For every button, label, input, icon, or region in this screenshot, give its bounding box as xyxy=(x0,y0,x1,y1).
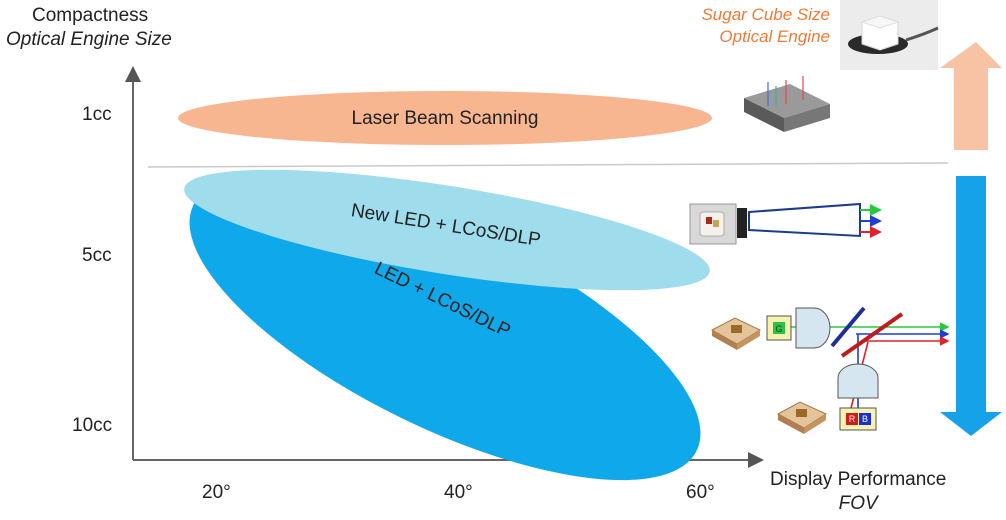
sugar-cube-callout-line2: Optical Engine xyxy=(719,27,830,46)
y-axis-title-line2: Optical Engine Size xyxy=(6,29,172,50)
optics-label-red: R xyxy=(849,414,856,424)
laser-ellipse xyxy=(178,91,712,145)
sugar-cube-spoon-photo xyxy=(840,0,939,70)
optics-label-blue: B xyxy=(862,414,868,424)
y-tick-10cc: 10cc xyxy=(72,415,113,436)
led-chip-icon xyxy=(776,401,828,434)
laser-module-icon xyxy=(744,76,830,132)
y-tick-5cc: 5cc xyxy=(82,245,112,266)
x-tick-60: 60° xyxy=(686,482,715,503)
divider-line xyxy=(147,162,949,168)
optics-label-green: G xyxy=(775,324,782,334)
sugar-cube-callout: Sugar Cube Size Optical Engine xyxy=(650,4,830,48)
label-laser-beam-scanning: Laser Beam Scanning xyxy=(352,108,539,129)
new-led-ellipse xyxy=(184,169,710,291)
arrow-down-icon xyxy=(940,176,1002,436)
optics-schematic-icon: G R B xyxy=(766,306,950,431)
arrow-up-icon xyxy=(940,42,1002,150)
x-tick-20: 20° xyxy=(202,482,231,503)
sugar-cube-callout-line1: Sugar Cube Size xyxy=(701,5,830,24)
x-axis-title-line1: Display Performance xyxy=(770,469,947,490)
led-projector-icon xyxy=(689,202,882,245)
y-tick-1cc: 1cc xyxy=(82,104,112,125)
led-chip-icon xyxy=(710,317,762,350)
y-axis-title: Compactness Optical Engine Size xyxy=(6,4,172,52)
x-axis-title: Display Performance FOV xyxy=(770,468,946,516)
x-tick-40: 40° xyxy=(444,482,473,503)
x-axis-title-line2: FOV xyxy=(838,493,878,514)
led-ellipse xyxy=(189,175,701,481)
y-axis-title-line1: Compactness xyxy=(32,5,149,26)
